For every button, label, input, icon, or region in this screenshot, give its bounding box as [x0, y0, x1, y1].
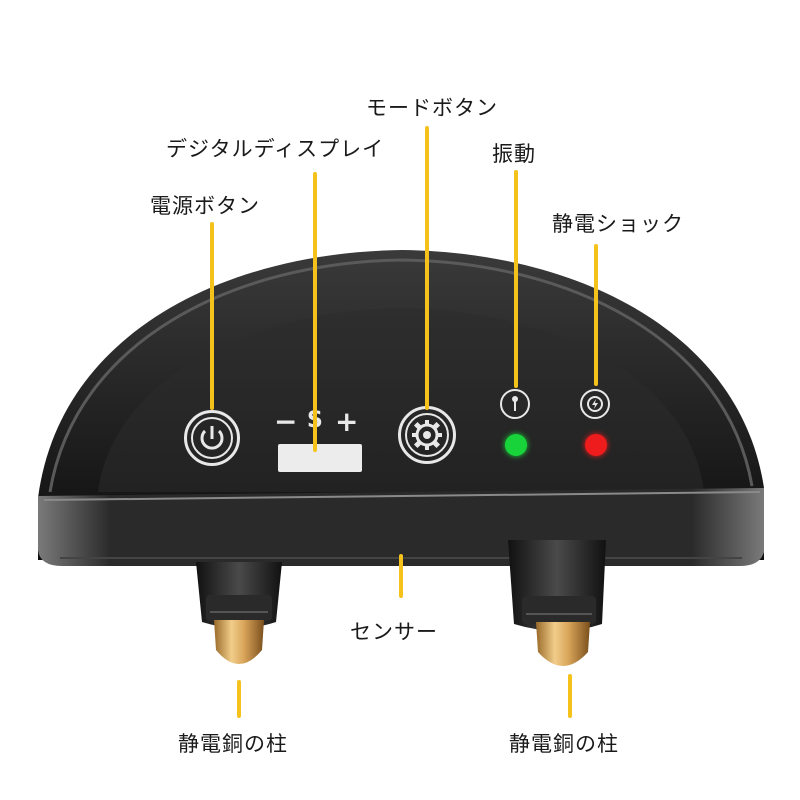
power-icon — [191, 417, 233, 459]
label-power-button: 電源ボタン — [150, 194, 260, 218]
vibration-icon — [512, 396, 518, 411]
power-button[interactable] — [184, 410, 240, 466]
gear-icon — [405, 413, 449, 457]
label-sensor: センサー — [350, 620, 438, 644]
mode-button[interactable] — [398, 406, 456, 464]
vibration-led — [505, 434, 527, 456]
leader-post-left — [237, 680, 241, 718]
device-face — [98, 308, 704, 492]
copper-tip-right — [536, 622, 590, 666]
label-copper-post-left: 静電銅の柱 — [178, 732, 288, 756]
leader-shock — [594, 244, 598, 386]
display-minus: − — [274, 405, 298, 438]
copper-tip-left — [214, 620, 264, 664]
leader-sensor — [399, 554, 403, 598]
label-digital-display: デジタルディスプレイ — [166, 137, 385, 161]
display-plus: + — [335, 405, 359, 438]
device-rim-highlight — [48, 258, 754, 493]
label-mode-button: モードボタン — [366, 96, 498, 120]
shock-led — [585, 434, 607, 456]
label-vibration: 振動 — [492, 142, 536, 166]
label-static-shock: 静電ショック — [552, 212, 684, 236]
digital-display-screen — [278, 444, 362, 472]
label-copper-post-right: 静電銅の柱 — [509, 732, 619, 756]
leader-power — [210, 222, 214, 410]
lightning-icon — [587, 396, 603, 412]
vibration-indicator — [500, 389, 530, 419]
leader-display — [313, 172, 317, 452]
shock-indicator — [580, 389, 610, 419]
leader-mode — [425, 126, 429, 410]
leader-post-right — [568, 674, 572, 718]
leader-vibration — [514, 170, 518, 388]
